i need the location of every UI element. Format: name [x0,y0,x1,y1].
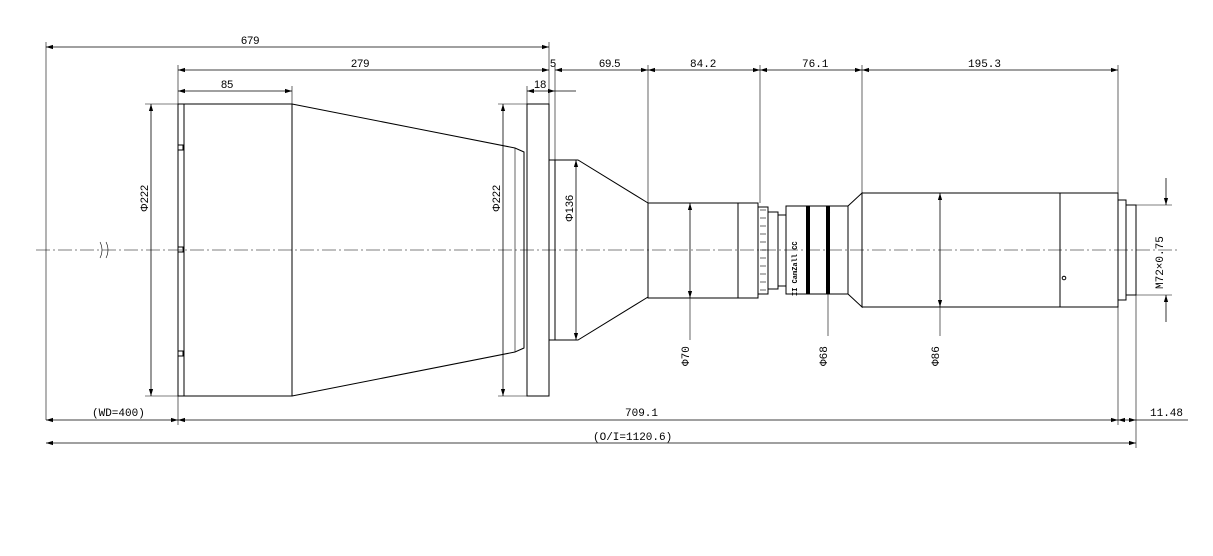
dim-85: 85 [221,79,233,91]
dim-84-2: 84.2 [690,59,716,71]
dim-5: 5 [550,58,556,70]
dim-279: 279 [351,58,369,70]
dim-rear-11-48: 11.48 [1150,408,1183,420]
dim-thread-m72: M72×0.75 [1155,236,1167,289]
diameter-dimensions: Φ222 Φ222 Φ136 Φ70 Φ68 Φ86 M72×0.75 [139,103,1172,397]
dim-flange-diameter-222: Φ222 [491,185,503,212]
dim-195-3: 195.3 [968,59,1001,71]
dim-76-1: 76.1 [802,59,829,71]
lens-outline [177,103,1137,397]
ring-marking: II CamZall CC [792,241,800,296]
dim-diameter-86: Φ86 [931,346,943,366]
dim-object-image-distance: (O/I=1120.6) [593,432,672,444]
break-symbol [99,241,109,259]
dim-diameter-136: Φ136 [564,195,576,222]
dim-69-5: 69.5 [599,58,620,70]
dim-front-diameter-222: Φ222 [139,185,151,212]
dim-18: 18 [534,79,546,91]
bottom-dimensions: (WD=400) 709.1 11.48 (O/I=1120.6) [46,295,1188,448]
dim-length-709-1: 709.1 [625,408,658,420]
dim-working-distance: (WD=400) [92,408,145,420]
top-dimensions: 679 279 85 5 18 69.5 84.2 76.1 195.3 [45,35,1119,420]
dim-diameter-68: Φ68 [819,346,831,366]
dim-diameter-70: Φ70 [681,346,693,366]
dim-679: 679 [241,35,259,47]
